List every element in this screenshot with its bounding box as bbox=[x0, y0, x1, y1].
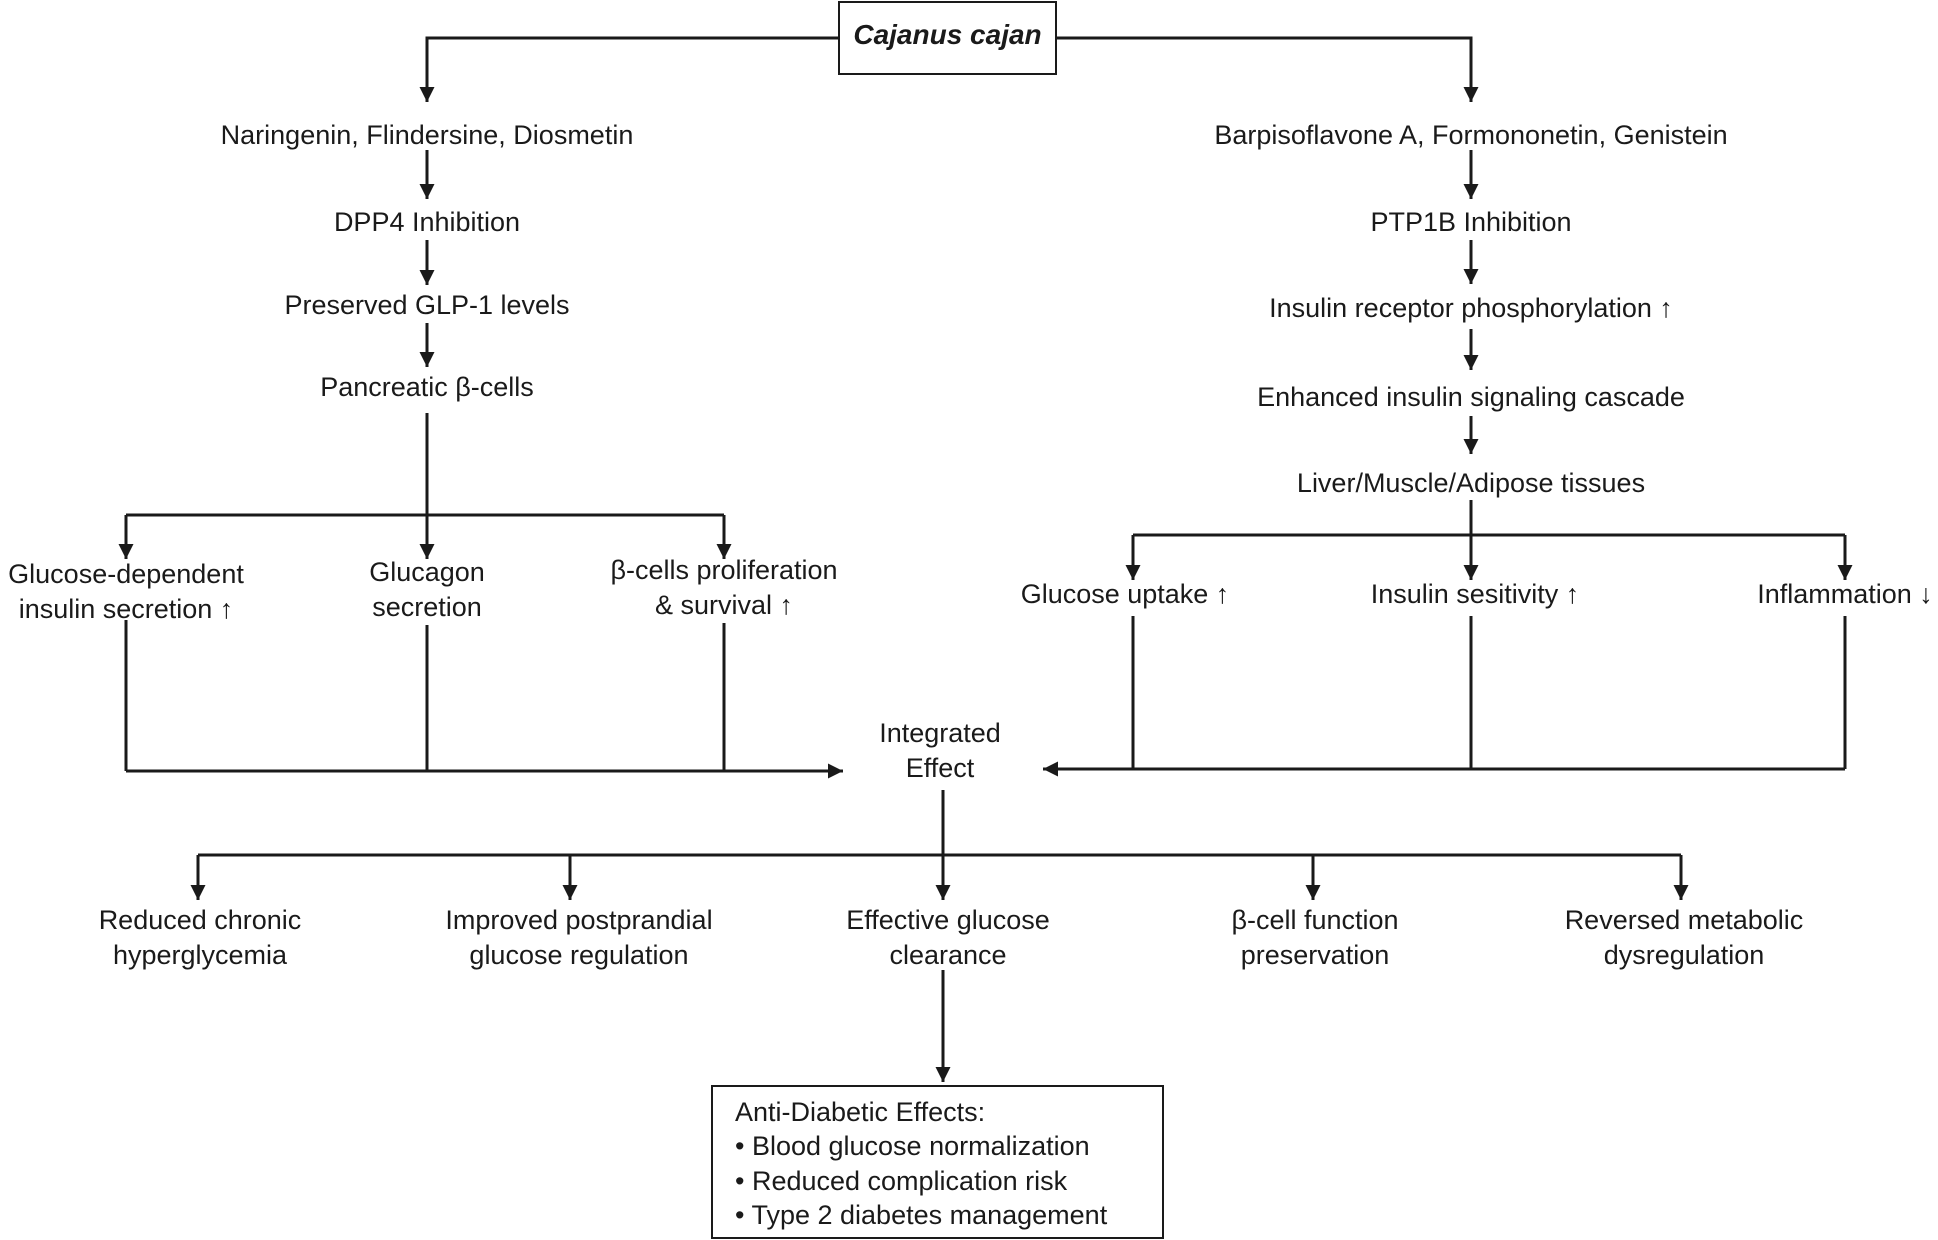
result-heading: Anti-Diabetic Effects: bbox=[735, 1097, 986, 1127]
right-step-tissues: Liver/Muscle/Adipose tissues bbox=[1296, 468, 1646, 498]
integrated-effect: Integrated Effect bbox=[879, 718, 1001, 783]
title: Cajanus cajan bbox=[853, 19, 1042, 50]
outcome-postprandial: Improved postprandial glucose regulation bbox=[445, 905, 713, 970]
outcome-glucose-clearance: Effective glucose clearance bbox=[846, 905, 1050, 970]
anti-diabetic-effects-box: Anti-Diabetic Effects: • Blood glucose n… bbox=[711, 1085, 1164, 1239]
result-item: • Reduced complication risk bbox=[735, 1166, 1068, 1196]
left-step-dpp4: DPP4 Inhibition bbox=[333, 207, 521, 237]
title-box: Cajanus cajan bbox=[838, 1, 1057, 75]
left-effect-glucagon: Glucagon secretion bbox=[369, 557, 485, 622]
right-step-receptor: Insulin receptor phosphorylation ↑ bbox=[1269, 293, 1673, 323]
result-item: • Type 2 diabetes management bbox=[735, 1200, 1108, 1230]
right-effect-glucose-uptake: Glucose uptake ↑ bbox=[1020, 579, 1230, 609]
right-effect-insulin-sensitivity: Insulin sesitivity ↑ bbox=[1370, 579, 1580, 609]
left-effect-insulin-secretion: Glucose-dependent insulin secretion ↑ bbox=[8, 559, 244, 624]
left-effect-beta-proliferation: β-cells proliferation & survival ↑ bbox=[610, 555, 838, 620]
right-step-signaling: Enhanced insulin signaling cascade bbox=[1257, 382, 1685, 412]
left-step-beta-cells: Pancreatic β-cells bbox=[320, 372, 534, 402]
result-item: • Blood glucose normalization bbox=[735, 1131, 1090, 1161]
outcome-hyperglycemia: Reduced chronic hyperglycemia bbox=[98, 905, 302, 970]
left-compounds: Naringenin, Flindersine, Diosmetin bbox=[220, 120, 634, 150]
outcome-beta-cell-preservation: β-cell function preservation bbox=[1231, 905, 1399, 970]
left-step-glp1: Preserved GLP-1 levels bbox=[284, 290, 570, 320]
right-effect-inflammation: Inflammation ↓ bbox=[1757, 579, 1933, 609]
right-step-ptp1b: PTP1B Inhibition bbox=[1370, 207, 1572, 237]
right-compounds: Barpisoflavone A, Formononetin, Genistei… bbox=[1214, 120, 1728, 150]
outcome-metabolic-dysregulation: Reversed metabolic dysregulation bbox=[1564, 905, 1804, 970]
